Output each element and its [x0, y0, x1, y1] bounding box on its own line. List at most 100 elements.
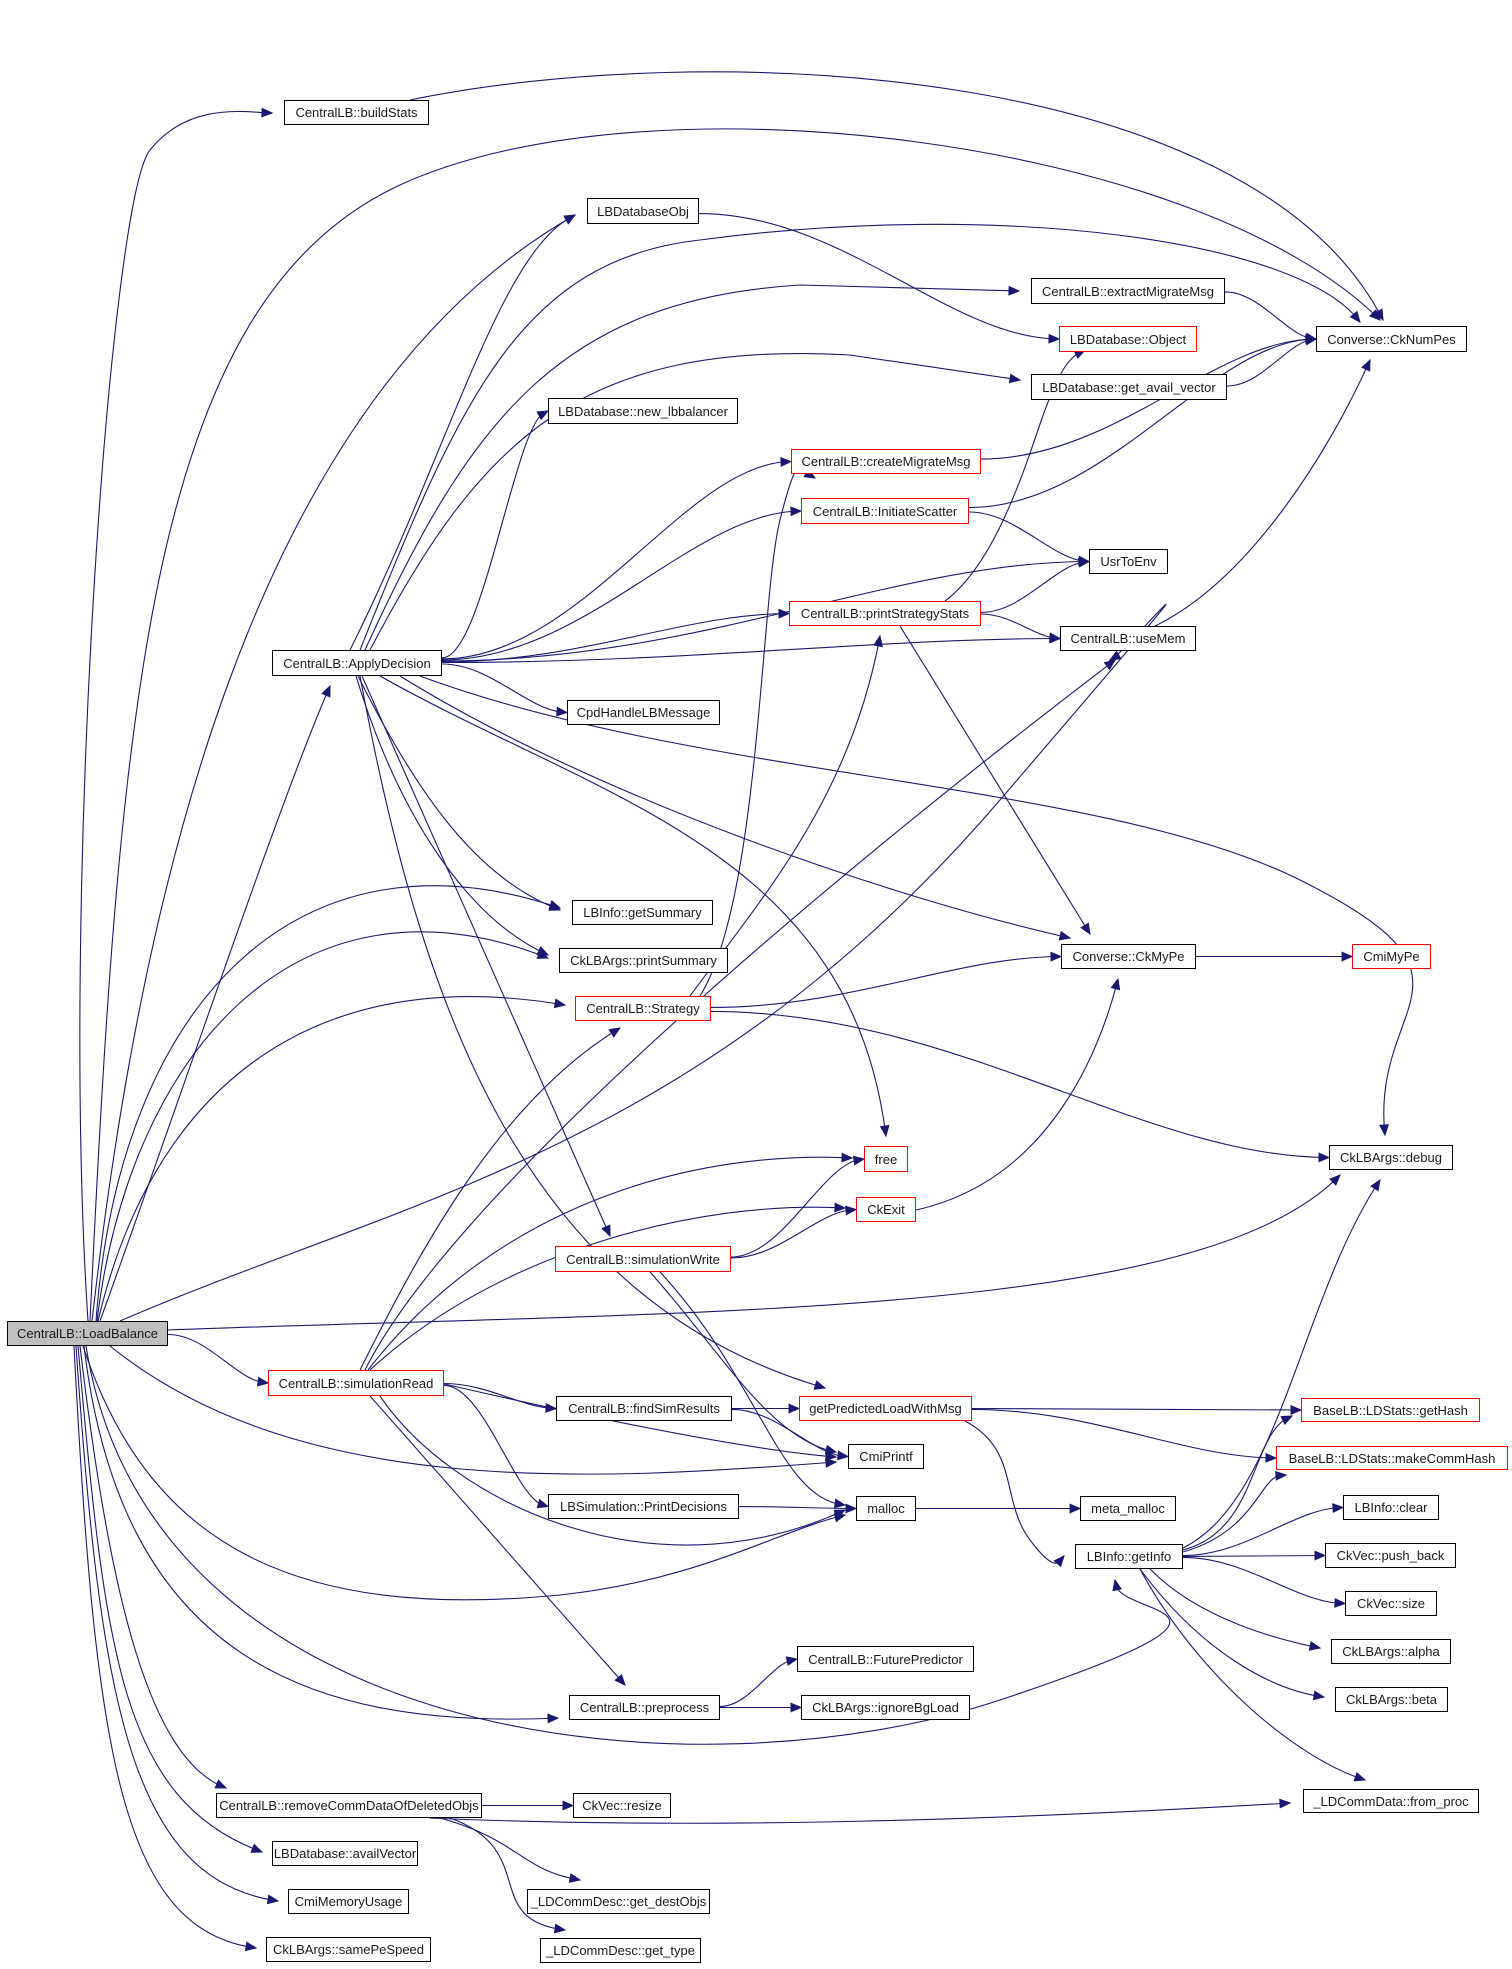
- node-extractmigratemsg[interactable]: CentralLB::extractMigrateMsg: [1031, 278, 1225, 304]
- node-printsummary[interactable]: CkLBArgs::printSummary: [559, 948, 728, 973]
- node-ckvec-resize[interactable]: CkVec::resize: [573, 1793, 671, 1818]
- node-availvector[interactable]: LBDatabase::availVector: [272, 1841, 418, 1866]
- node-futurepredictor[interactable]: CentralLB::FuturePredictor: [797, 1646, 974, 1672]
- node-from-proc[interactable]: _LDCommData::from_proc: [1303, 1789, 1479, 1813]
- edge-simulationwrite-to-ckexit: [730, 1208, 857, 1259]
- node-getinfo[interactable]: LBInfo::getInfo: [1075, 1544, 1183, 1569]
- node-usrtoenv[interactable]: UsrToEnv: [1089, 549, 1168, 574]
- edge-applydecision-to-initiatescatter: [441, 510, 802, 661]
- edge-loadbalance-to-removecommdata: [79, 1345, 227, 1789]
- node-printdecisions[interactable]: LBSimulation::PrintDecisions: [548, 1494, 739, 1519]
- edge-simulationread-to-cmiprintf: [439, 1382, 837, 1458]
- edge-simulationread-to-printdecisions-arrowhead: [536, 1498, 550, 1509]
- edge-printstrategystats-to-lbdobject: [944, 349, 1086, 602]
- edge-applydecision-to-printstrategystats-arrowhead: [778, 608, 791, 619]
- edge-strategy-to-ckmype: [710, 955, 1062, 1009]
- node-ignorebgload[interactable]: CkLBArgs::ignoreBgLoad: [801, 1695, 970, 1720]
- node-removecommdataofdeletedobjs[interactable]: CentralLB::removeCommDataOfDeletedObjs: [216, 1793, 482, 1818]
- node-meta-malloc[interactable]: meta_malloc: [1080, 1496, 1176, 1521]
- node-get-destobjs[interactable]: _LDCommDesc::get_destObjs: [527, 1889, 710, 1914]
- edge-getinfo-to-gethash: [1182, 1415, 1293, 1551]
- edge-getinfo-to-lbinfoclear: [1182, 1506, 1344, 1557]
- node-findsimresults[interactable]: CentralLB::findSimResults: [556, 1396, 732, 1421]
- node-cmimype[interactable]: CmiMyPe: [1352, 944, 1431, 969]
- edge-getpredictedloadwithmsg-to-gethash-arrowhead: [1290, 1405, 1303, 1415]
- node-cmimemoryusage[interactable]: CmiMemoryUsage: [288, 1889, 409, 1914]
- edge-applydecision-to-debug: [419, 675, 1414, 1136]
- edge-findsimresults-to-cmiprintf-arrowhead: [837, 1450, 850, 1461]
- edge-applydecision-to-usemem-arrowhead: [1049, 633, 1062, 644]
- edge-removecommdata-to-gettype-arrowhead: [553, 1923, 567, 1934]
- edge-applydecision-to-createmigratemsg-arrowhead: [780, 457, 793, 467]
- node-buildstats[interactable]: CentralLB::buildStats: [284, 100, 429, 125]
- edge-simulationread-to-usemem-arrowhead: [1103, 659, 1117, 671]
- node-printstrategystats[interactable]: CentralLB::printStrategyStats: [789, 601, 981, 626]
- edge-buildstats-to-cknumpes: [409, 71, 1384, 321]
- edge-loadbalance-to-samepespeed-arrowhead: [244, 1941, 258, 1952]
- edge-preprocess-to-futurepredictor: [719, 1658, 798, 1708]
- edge-applydecision-to-free-arrowhead: [879, 1124, 890, 1138]
- edge-applydecision-to-printsummary-arrowhead: [536, 946, 550, 956]
- node-ckmype[interactable]: Converse::CkMyPe: [1061, 944, 1196, 969]
- node-gethash[interactable]: BaseLB::LDStats::getHash: [1301, 1398, 1480, 1422]
- node-createmigratemsg[interactable]: CentralLB::createMigrateMsg: [791, 449, 981, 474]
- edge-getinfo-to-debug-arrowhead: [1370, 1178, 1381, 1192]
- node-strategy[interactable]: CentralLB::Strategy: [575, 996, 711, 1021]
- node-ckexit[interactable]: CkExit: [856, 1197, 916, 1222]
- node-preprocess[interactable]: CentralLB::preprocess: [569, 1695, 720, 1720]
- node-push-back[interactable]: CkVec::push_back: [1325, 1543, 1456, 1568]
- edge-applydecision-to-cpdhandlelbmessage-arrowhead: [556, 706, 569, 717]
- node-free[interactable]: free: [864, 1146, 908, 1172]
- node-makecommhash[interactable]: BaseLB::LDStats::makeCommHash: [1276, 1446, 1508, 1470]
- edge-loadbalance-to-simulationread-arrowhead: [256, 1376, 270, 1387]
- node-usemem[interactable]: CentralLB::useMem: [1060, 626, 1196, 651]
- node-get-type[interactable]: _LDCommDesc::get_type: [540, 1938, 701, 1963]
- edge-buildstats-to-cknumpes-arrowhead: [1373, 308, 1384, 322]
- edge-simulationread-to-ckexit: [369, 1206, 846, 1371]
- node-cpdhandlelbmessage[interactable]: CpdHandleLBMessage: [567, 700, 720, 725]
- edge-getinfo-to-alpha-arrowhead: [1308, 1641, 1322, 1651]
- edge-getinfo-to-gethash-arrowhead: [1280, 1415, 1294, 1426]
- node-lbdatabase-object[interactable]: LBDatabase::Object: [1059, 326, 1197, 352]
- node-initiatescatter[interactable]: CentralLB::InitiateScatter: [801, 498, 969, 524]
- node-malloc[interactable]: malloc: [856, 1496, 916, 1521]
- node-samepespeed[interactable]: CkLBArgs::samePeSpeed: [266, 1937, 431, 1962]
- edge-simulationwrite-to-cmiprintf: [649, 1271, 837, 1453]
- edge-loadbalance-to-debug: [167, 1174, 1341, 1331]
- node-new-lbbalancer[interactable]: LBDatabase::new_lbbalancer: [548, 398, 738, 424]
- node-lbdatabaseobj[interactable]: LBDatabaseObj: [587, 198, 699, 224]
- edge-loadbalance-to-getinfo-arrowhead: [1112, 1578, 1123, 1592]
- node-cklbargs-beta[interactable]: CkLBArgs::beta: [1335, 1687, 1448, 1712]
- edge-loadbalance-to-usemem: [119, 603, 1167, 1322]
- edge-loadbalance-to-availvector-arrowhead: [250, 1843, 264, 1853]
- node-getpredictedloadwithmsg[interactable]: getPredictedLoadWithMsg: [799, 1396, 972, 1421]
- edge-findsimresults-to-cmiprintf: [731, 1408, 849, 1458]
- node-simulationread[interactable]: CentralLB::simulationRead: [268, 1370, 444, 1396]
- edge-loadbalance-to-applydecision: [99, 685, 331, 1322]
- edge-applydecision-to-lbdatabaseobj: [349, 214, 576, 651]
- edge-getpredictedloadwithmsg-to-getinfo-arrowhead: [1053, 1555, 1065, 1568]
- edge-strategy-to-ckmype-arrowhead: [1050, 951, 1063, 962]
- edge-loadbalance-to-cmiprintf-arrowhead: [825, 1457, 838, 1468]
- node-lbinfo-clear[interactable]: LBInfo::clear: [1343, 1495, 1439, 1520]
- node-getsummary[interactable]: LBInfo::getSummary: [572, 900, 713, 925]
- edge-applydecision-to-simulationwrite: [361, 675, 611, 1237]
- node-cknumpes[interactable]: Converse::CkNumPes: [1316, 326, 1467, 352]
- node-cklbargs-alpha[interactable]: CkLBArgs::alpha: [1331, 1639, 1451, 1664]
- edge-getinfo-to-lbinfoclear-arrowhead: [1332, 1503, 1345, 1514]
- edge-loadbalance-to-lbdatabaseobj: [91, 214, 576, 1322]
- edge-applydecision-to-extractmigratemsg-arrowhead: [1008, 285, 1021, 296]
- edge-simulationread-to-ckexit-arrowhead: [834, 1202, 847, 1213]
- edge-getinfo-to-alpha: [1149, 1568, 1321, 1649]
- node-applydecision[interactable]: CentralLB::ApplyDecision: [272, 650, 442, 676]
- edge-loadbalance-to-buildstats: [79, 110, 273, 1322]
- node-simulationwrite[interactable]: CentralLB::simulationWrite: [555, 1246, 731, 1272]
- edge-applydecision-to-initiatescatter-arrowhead: [790, 506, 803, 517]
- node-cmiprintf[interactable]: CmiPrintf: [848, 1444, 924, 1469]
- edge-applydecision-to-newlbbalancer: [441, 410, 549, 659]
- node-cklbargs-debug[interactable]: CkLBArgs::debug: [1329, 1145, 1453, 1170]
- edge-applydecision-to-cknumpes-arrowhead: [1349, 310, 1361, 324]
- node-ckvec-size[interactable]: CkVec::size: [1345, 1591, 1437, 1616]
- edge-loadbalance-to-strategy-arrowhead: [553, 998, 567, 1009]
- node-get-avail-vector[interactable]: LBDatabase::get_avail_vector: [1031, 374, 1227, 400]
